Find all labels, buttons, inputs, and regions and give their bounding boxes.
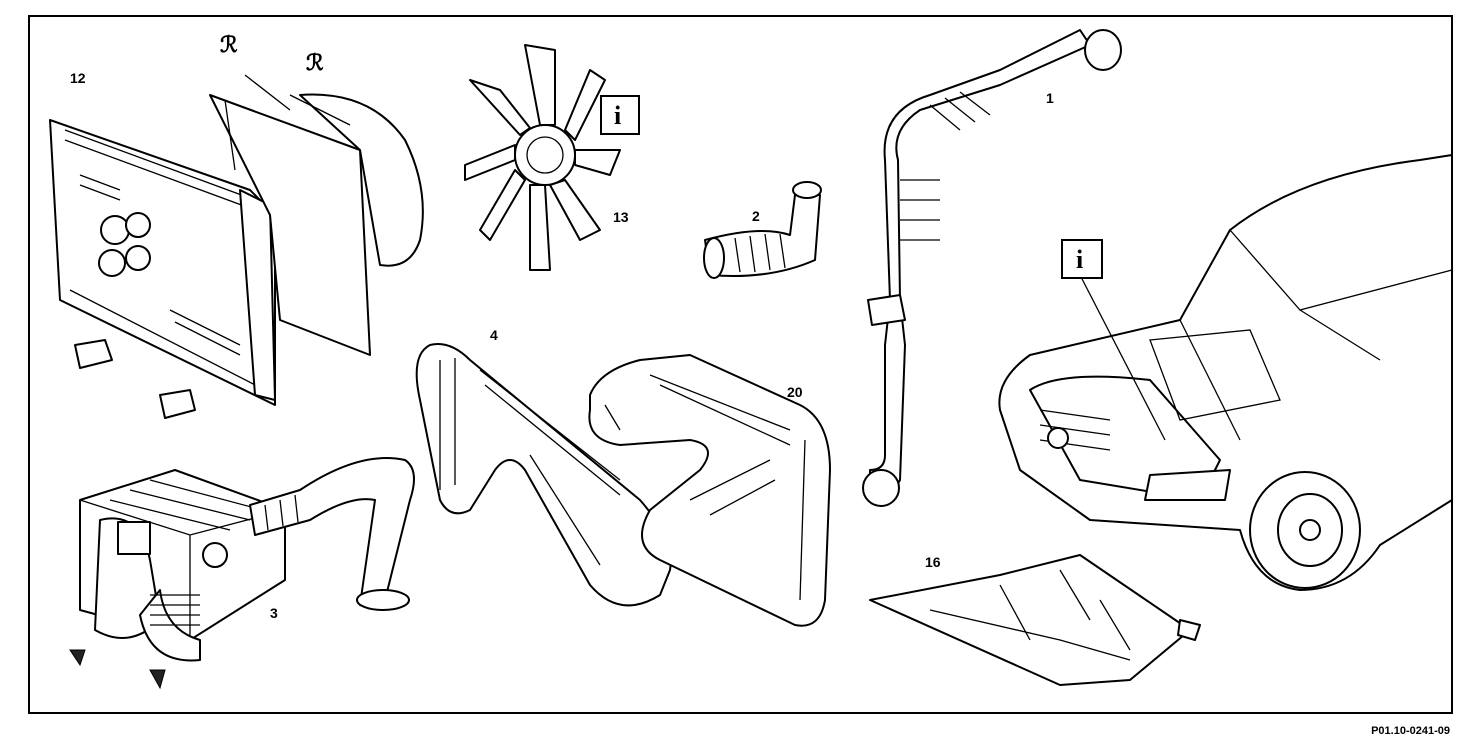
callout-4: 4 <box>490 327 498 343</box>
svg-text:ℛ: ℛ <box>306 50 324 75</box>
callout-3: 3 <box>270 605 278 621</box>
radiator-assembly <box>49 74 424 419</box>
cooling-fan <box>464 44 621 271</box>
callout-13: 13 <box>613 209 629 225</box>
svg-text:ℛ: ℛ <box>220 32 238 57</box>
info-glyph: i <box>1076 245 1083 274</box>
callout-12: 12 <box>70 70 86 86</box>
vehicle-illustration <box>998 154 1453 591</box>
drive-belt-short <box>415 343 672 607</box>
reference-code: P01.10-0241-09 <box>1371 725 1450 737</box>
callout-1: 1 <box>1046 90 1054 106</box>
callout-2: 2 <box>752 208 760 224</box>
callout-16: 16 <box>925 554 941 570</box>
info-symbol-box: i <box>1061 239 1103 279</box>
callout-20: 20 <box>787 384 803 400</box>
retainer-clip-symbol: ℛ <box>220 32 238 57</box>
info-glyph: i <box>614 101 621 130</box>
info-symbol-box: i <box>600 95 640 135</box>
retainer-clip-symbol: ℛ <box>306 50 324 75</box>
intake-hose <box>862 29 1122 507</box>
drive-belt-long <box>588 354 831 627</box>
air-filter-housing <box>69 457 415 690</box>
underbody-panel <box>869 554 1201 686</box>
intake-elbow <box>703 181 822 279</box>
